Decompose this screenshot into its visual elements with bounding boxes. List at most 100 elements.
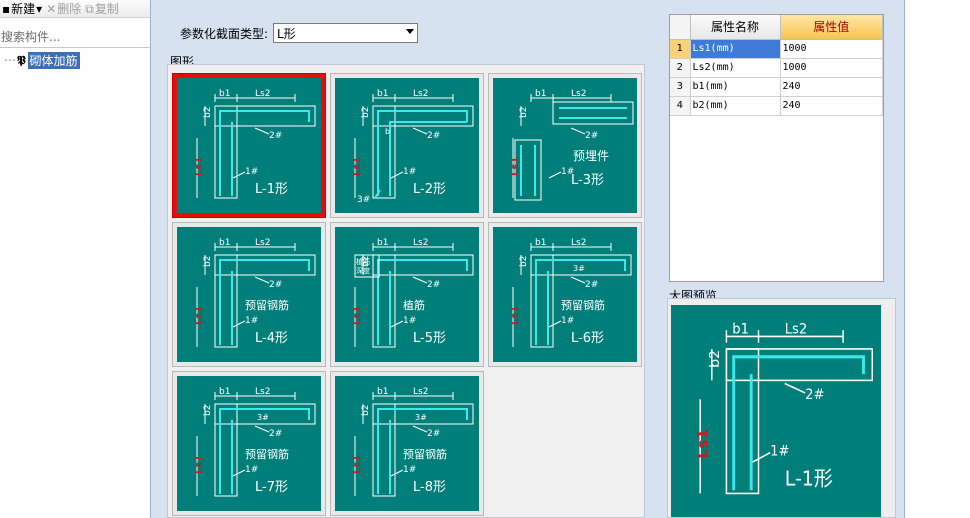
outline-line [412,276,428,284]
dimension-ls1: Ls1 [194,455,205,474]
bar-3-label: 3# [573,264,585,273]
rebar-line [377,408,468,494]
diagram-background [335,227,479,362]
outline-line [548,320,562,328]
dimension-b2: b2 [203,405,213,416]
property-value-header: 属性值 [780,15,883,40]
dimension-b2: b2 [361,405,371,416]
bar-1-label: 1# [403,316,416,326]
dimension-ls2: Ls2 [255,387,270,397]
dropdown-arrow-icon [406,29,414,34]
dimension-ls1: Ls1 [352,306,363,325]
dimension-ls2: Ls2 [785,321,807,338]
tree-item-masonry-reinforcement[interactable]: ⋯ 𝕻 砌体加筋 [0,51,150,69]
rebar-line [219,110,310,196]
outline-line [390,320,404,328]
property-value[interactable]: 240 [780,77,883,97]
outline-line [390,469,404,477]
new-button[interactable]: ▪ 新建 ▾ [2,0,42,17]
dimension-b1: b1 [377,387,388,397]
dimension-b1: b1 [732,321,749,338]
outline-line [254,276,270,284]
outline-line [412,127,428,135]
dimension-b1: b1 [219,387,230,397]
section-type-label: 参数化截面类型: [180,27,269,41]
dimension-ls2: Ls2 [413,238,428,248]
diagram-background [177,376,321,511]
dimension-b2: b2 [361,107,371,118]
dimension-b1: b1 [377,89,388,99]
section-outline [372,403,396,497]
shape-label: L-7形 [255,480,288,495]
dimension-ls2: Ls2 [255,238,270,248]
rebar-line [219,408,310,494]
section-outline [214,403,238,497]
rebar-line [389,121,467,196]
shape-subtitle: 植筋 [403,298,425,312]
dimension-ls1: Ls1 [352,455,363,474]
shape-label: L-6形 [571,331,604,346]
bar-2-label: 2# [427,131,440,141]
delete-button[interactable]: ✕ 删除 [46,0,81,17]
bar-2-label: 2# [585,280,598,290]
diagram-background [177,78,321,213]
section-type-select[interactable]: L形 [273,23,418,43]
shape-subtitle: 预留钢筋 [403,447,447,461]
dimension-b1: b1 [535,238,546,248]
search-input[interactable]: 搜索构件... [0,26,150,48]
section-outline [530,254,554,348]
shape-label: L-1形 [785,467,833,491]
section-type-value: L形 [277,26,296,41]
new-icon: ▪ [2,1,11,16]
section-outline [214,105,238,199]
dimension-ls2: Ls2 [571,89,586,99]
dimension-b1: b1 [377,238,388,248]
property-value[interactable]: 1000 [780,58,883,78]
outline-line [232,171,246,179]
shape-label: L-2形 [413,182,446,197]
shape-label: L-1形 [255,182,288,197]
bar-1-label: 1# [403,465,416,475]
bar-2-label: 2# [585,131,598,141]
toolbar: ▪ 新建 ▾ ✕ 删除 ⧉ 复制 [0,0,150,18]
section-outline [372,254,396,348]
component-panel: ▪ 新建 ▾ ✕ 删除 ⧉ 复制 搜索构件... ⋯ 𝕻 砌体加筋 [0,0,150,518]
dimension-ls1: Ls1 [194,157,205,176]
bar-3-label: 3# [257,413,269,422]
copy-button[interactable]: ⧉ 复制 [85,0,119,17]
dimension-ls1: Ls1 [194,306,205,325]
section-outline [372,105,396,199]
outline-line [570,127,586,135]
diagram-background [493,227,637,362]
dimension-b2: b2 [361,256,371,267]
bar-2-label: 2# [269,131,282,141]
property-value[interactable]: 1000 [780,39,883,59]
property-value[interactable]: 240 [780,96,883,116]
bar-3-label: 3# [415,413,427,422]
copy-label: 复制 [94,2,119,16]
